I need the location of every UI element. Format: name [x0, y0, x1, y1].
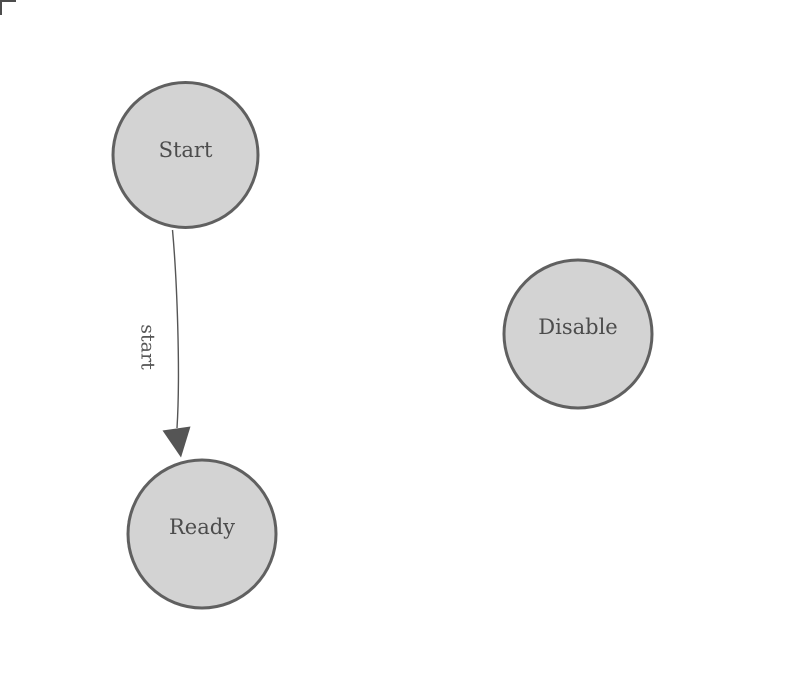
- edge-label: start: [137, 324, 159, 370]
- node-ready-circle[interactable]: [126, 458, 278, 610]
- node-disable[interactable]: Disable: [502, 258, 654, 410]
- node-start[interactable]: Start: [111, 81, 260, 229]
- canvas-origin-corner-icon: [0, 0, 16, 15]
- node-disable-circle[interactable]: [502, 258, 654, 410]
- node-ready-label: Ready: [169, 515, 235, 539]
- edge-arrowhead-icon: [162, 426, 191, 458]
- node-disable-label: Disable: [538, 315, 617, 339]
- node-start-label: Start: [159, 138, 213, 162]
- edge-start-to-ready[interactable]: start: [137, 229, 191, 458]
- node-ready[interactable]: Ready: [126, 458, 278, 610]
- edge-line[interactable]: [171, 229, 180, 429]
- node-start-circle[interactable]: [111, 81, 260, 229]
